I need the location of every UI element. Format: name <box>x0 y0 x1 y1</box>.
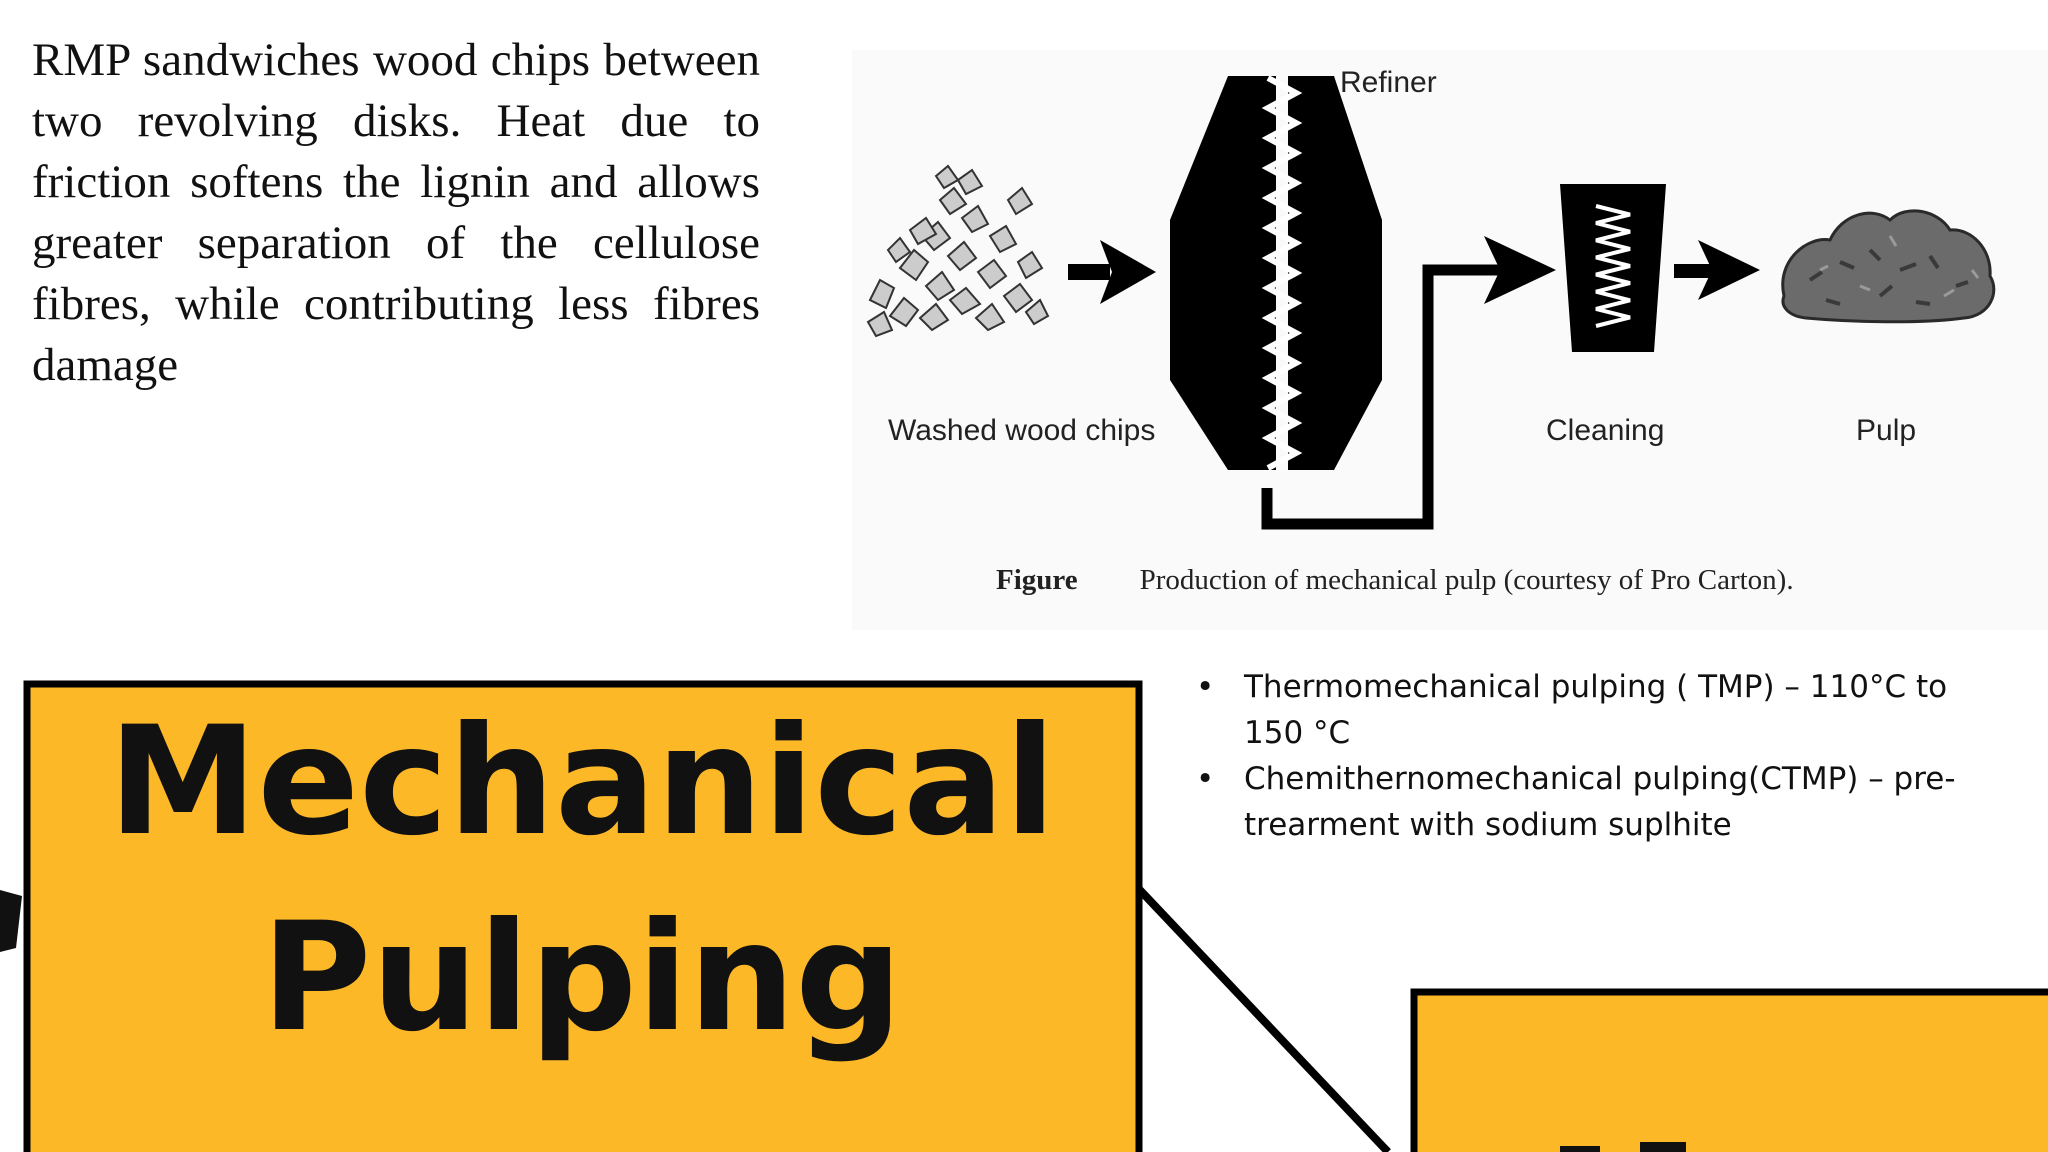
outlet-pipe <box>1261 264 1500 530</box>
washed-wood-chips-label: Washed wood chips <box>888 414 1155 447</box>
cleaning-label: Cleaning <box>1546 414 1664 447</box>
title-line-1: Mechanical <box>108 695 1056 869</box>
secondary-box-text-fragment <box>1560 1142 1686 1152</box>
connector-line <box>1135 885 1391 1152</box>
pulp-label: Pulp <box>1856 414 1916 447</box>
bullet-item-ctmp: • Chemithernomechanical pulping(CTMP) – … <box>1190 756 1990 848</box>
arrow-to-cleaning <box>1484 236 1556 304</box>
left-arrow-fragment <box>0 890 22 952</box>
bullet-item-tmp: • Thermomechanical pulping ( TMP) – 110°… <box>1190 664 1990 756</box>
figure-background <box>852 50 2048 630</box>
pulp-icon <box>1781 209 1996 324</box>
bullet-text-tmp: Thermomechanical pulping ( TMP) – 110°C … <box>1244 669 1948 751</box>
title-line-2: Pulping <box>261 891 903 1065</box>
pulping-types-graphic <box>0 680 2048 1152</box>
refiner-icon <box>1170 75 1382 471</box>
refiner-label: Refiner <box>1340 66 1437 99</box>
mechanical-pulping-box <box>23 680 1143 1152</box>
bullet-dot: • <box>1196 761 1215 797</box>
intro-paragraph: RMP sandwiches wood chips between two re… <box>32 34 760 391</box>
mechanical-pulping-title: Mechanical Pulping <box>30 684 1134 1076</box>
secondary-box <box>1410 988 2048 1152</box>
pulp-process-diagram: Refiner Washed wood chips Cleaning Pulp <box>866 66 1996 530</box>
caption-label: Figure <box>996 564 1078 596</box>
wood-chips-icon <box>866 164 1050 338</box>
cleaning-icon <box>1560 184 1666 352</box>
arrow-to-pulp <box>1674 240 1760 300</box>
bullet-dot: • <box>1196 669 1215 705</box>
arrow-to-refiner <box>1068 240 1156 304</box>
bullet-text-ctmp: Chemithernomechanical pulping(CTMP) – pr… <box>1244 761 1956 843</box>
bullet-list: • Thermomechanical pulping ( TMP) – 110°… <box>1190 664 1990 848</box>
caption-text: Production of mechanical pulp (courtesy … <box>1139 564 1794 596</box>
figure-caption: Figure Production of mechanical pulp (cou… <box>996 564 1794 597</box>
